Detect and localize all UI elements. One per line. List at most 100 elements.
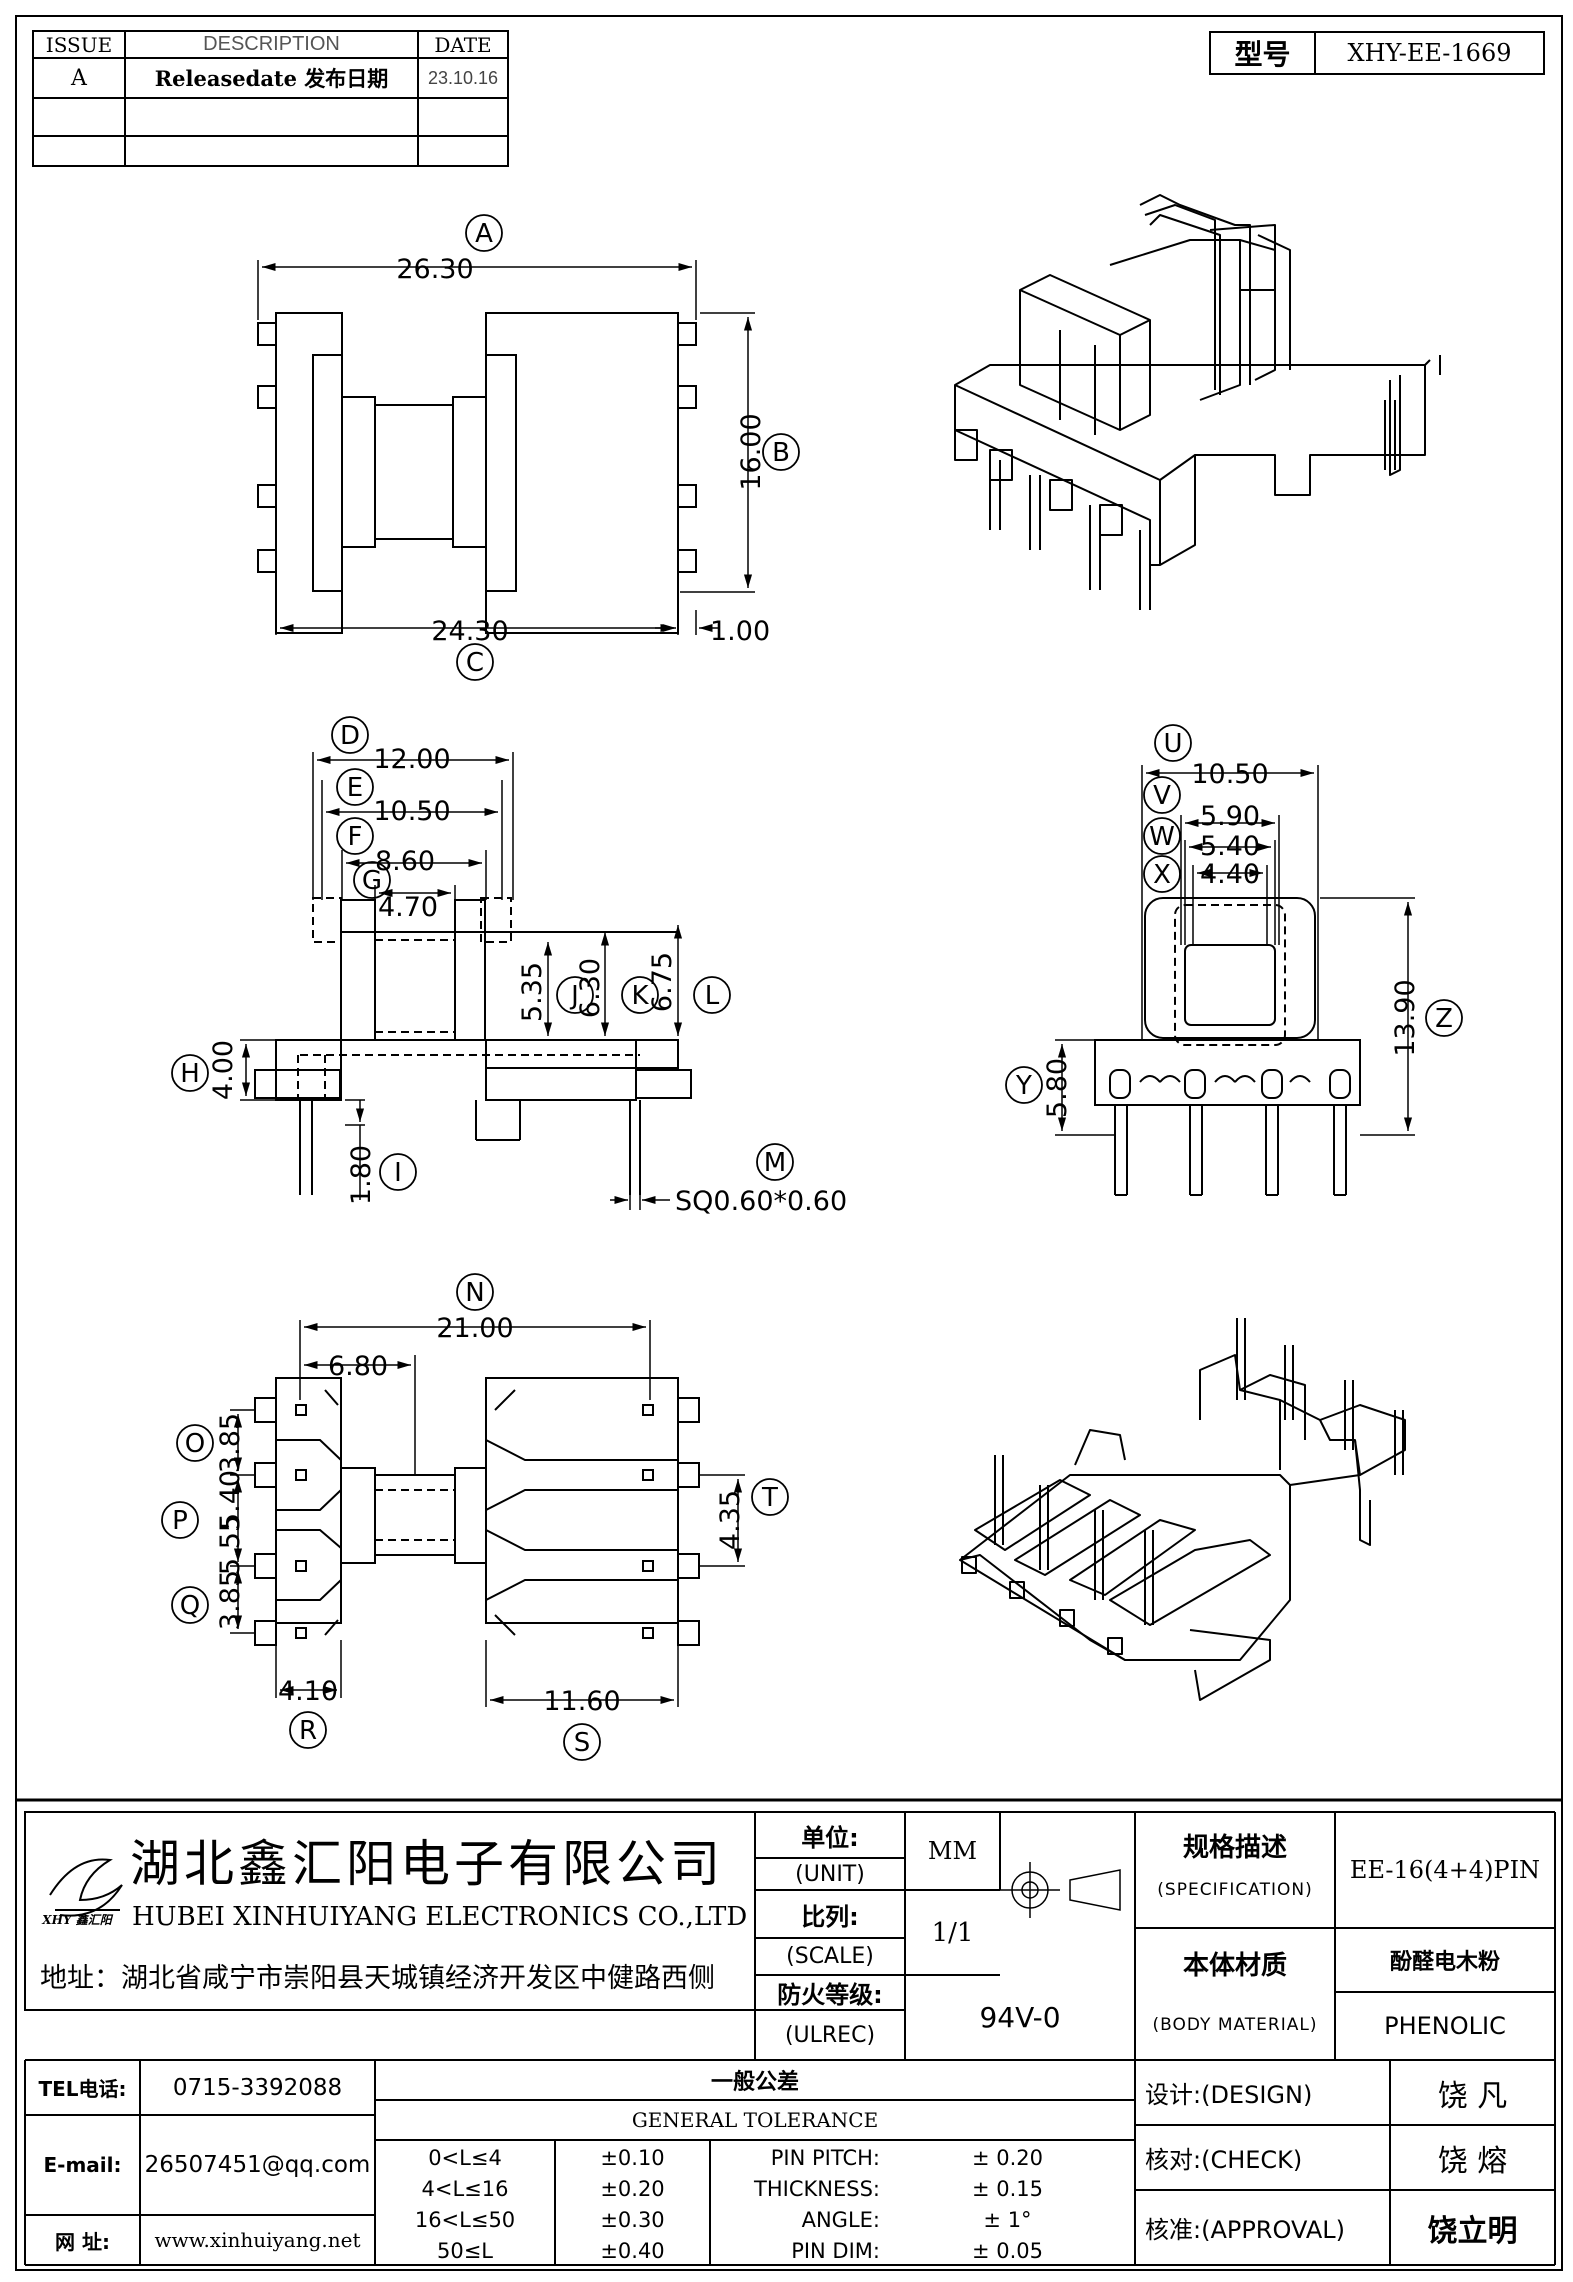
design-name: 饶 凡 <box>1437 2078 1508 2114</box>
dim-g: 4.70 <box>378 892 438 923</box>
tolerance-tol: ±0.30 <box>600 2207 665 2232</box>
dim-letter-o: O <box>185 1429 205 1459</box>
tel-label: TEL电话: <box>38 2077 127 2101</box>
dim-circle-d <box>331 716 369 754</box>
dim-circle-x <box>1143 855 1181 893</box>
dim-t: 4.35 <box>715 1490 746 1550</box>
dim-circle-j <box>556 976 594 1014</box>
dim-circle-k <box>621 976 659 1014</box>
rev-header-issue: ISSUE <box>45 32 113 57</box>
tolerance-title-cn: 一般公差 <box>710 2070 799 2095</box>
tolerance-val: ± 0.20 <box>971 2145 1044 2170</box>
check-name: 饶 熔 <box>1437 2143 1508 2179</box>
dim-s: 11.60 <box>543 1686 620 1717</box>
tolerance-range: 4<L≤16 <box>421 2176 509 2201</box>
dim-letter-u: U <box>1163 729 1182 759</box>
dim-w: 5.40 <box>1200 831 1260 862</box>
dim-i: 1.80 <box>346 1145 377 1205</box>
dim-letter-b: B <box>772 438 790 468</box>
title-block-lines <box>24 1811 1556 2266</box>
spec-value: EE-16(4+4)PIN <box>1349 1856 1541 1884</box>
tolerance-name: PIN PITCH: <box>770 2145 880 2170</box>
dim-circle-m <box>756 1143 794 1181</box>
side-view <box>254 897 692 1195</box>
revision-table-lines <box>32 30 509 167</box>
dim-l: 6.75 <box>647 952 678 1012</box>
tolerance-val: ± 1° <box>983 2207 1032 2232</box>
rev-header-description: DESCRIPTION <box>203 33 340 55</box>
company-name-en: HUBEI XINHUIYANG ELECTRONICS CO.,LTD <box>132 1902 748 1932</box>
dim-circle-q <box>171 1586 209 1624</box>
dim-e: 10.50 <box>373 796 450 827</box>
tolerance-name: ANGLE: <box>801 2207 880 2232</box>
rev-row-issue: A <box>71 65 87 91</box>
design-label: 设计:(DESIGN) <box>1145 2081 1313 2109</box>
dim-o: 3.85 <box>215 1413 246 1473</box>
dim-circle-o <box>176 1424 214 1462</box>
tolerance-range: 16<L≤50 <box>414 2207 516 2232</box>
tel-value: 0715-3392088 <box>172 2074 343 2101</box>
web-label: 网 址: <box>55 2229 110 2254</box>
material-label-en: (BODY MATERIAL) <box>1152 2015 1318 2035</box>
fire-label-cn: 防火等级: <box>777 1981 883 2009</box>
company-logo-text: XHY 鑫汇阳 <box>42 1912 112 1927</box>
dim-letter-l: L <box>705 981 720 1011</box>
spec-label-cn: 规格描述 <box>1182 1832 1287 1863</box>
dim-circle-y <box>1005 1066 1043 1104</box>
fire-value: 94V-0 <box>979 2001 1061 2034</box>
dim-letter-g: G <box>362 866 382 896</box>
material-label-cn: 本体材质 <box>1182 1950 1287 1981</box>
dim-circle-f <box>336 817 374 855</box>
tolerance-range: 50≤L <box>436 2238 494 2263</box>
dim-circle-h <box>171 1054 209 1092</box>
dim-r: 4.10 <box>278 1676 338 1707</box>
dim-f: 8.60 <box>375 846 435 877</box>
dim-letter-f: F <box>348 822 363 852</box>
dim-circle-c <box>456 643 494 681</box>
approval-name: 饶立明 <box>1427 2213 1518 2249</box>
dim-letter-d: D <box>340 721 360 751</box>
email-label: E-mail: <box>43 2153 122 2177</box>
company-logo <box>49 1858 123 1917</box>
dim-circle-g <box>353 861 391 899</box>
tolerance-name: PIN DIM: <box>791 2238 880 2263</box>
spec-label-en: (SPECIFICATION) <box>1157 1880 1313 1900</box>
scale-value: 1/1 <box>931 1917 974 1948</box>
dim-u: 10.50 <box>1191 759 1268 790</box>
unit-value: MM <box>927 1837 978 1865</box>
rev-header-date: DATE <box>434 32 492 57</box>
dimension-values: 26.30 16.00 24.30 1.00 12.00 10.50 8.60 … <box>208 254 1421 1717</box>
dim-p2: 5.55 <box>215 1515 246 1575</box>
email-value: 26507451@qq.com <box>144 2152 371 2178</box>
check-label: 核对:(CHECK) <box>1145 2146 1303 2174</box>
bottom-view <box>254 1377 700 1646</box>
iso-view-bottom <box>959 1318 1406 1701</box>
dim-letter-t: T <box>761 1483 778 1513</box>
dim-circle-b <box>762 433 800 471</box>
model-label: 型号 <box>1234 38 1291 71</box>
dim-q: 3.85 <box>215 1570 246 1630</box>
dim-circle-u <box>1154 724 1192 762</box>
scale-label-en: (SCALE) <box>786 1944 874 1969</box>
tolerance-tol: ±0.20 <box>600 2176 665 2201</box>
tolerance-name: THICKNESS: <box>754 2176 880 2201</box>
web-value: www.xinhuiyang.net <box>154 2228 361 2252</box>
dim-circle-t <box>751 1478 789 1516</box>
tolerance-title-en: GENERAL TOLERANCE <box>631 2108 879 2132</box>
dim-y: 5.80 <box>1042 1058 1073 1118</box>
dim-letter-n: N <box>465 1278 484 1308</box>
tolerance-val: ± 0.05 <box>971 2238 1044 2263</box>
dim-circle-r <box>289 1711 327 1749</box>
top-view <box>257 312 697 634</box>
dim-d: 12.00 <box>373 744 450 775</box>
tolerance-val: ± 0.15 <box>971 2176 1044 2201</box>
dim-letter-z: Z <box>1435 1004 1453 1034</box>
sheet-border <box>15 15 1563 2271</box>
dim-circle-z <box>1425 999 1463 1037</box>
dim-letter-i: I <box>394 1158 402 1188</box>
unit-label-en: (UNIT) <box>795 1861 865 1887</box>
dim-letter-y: Y <box>1015 1071 1032 1101</box>
dim-circle-a <box>465 214 503 252</box>
